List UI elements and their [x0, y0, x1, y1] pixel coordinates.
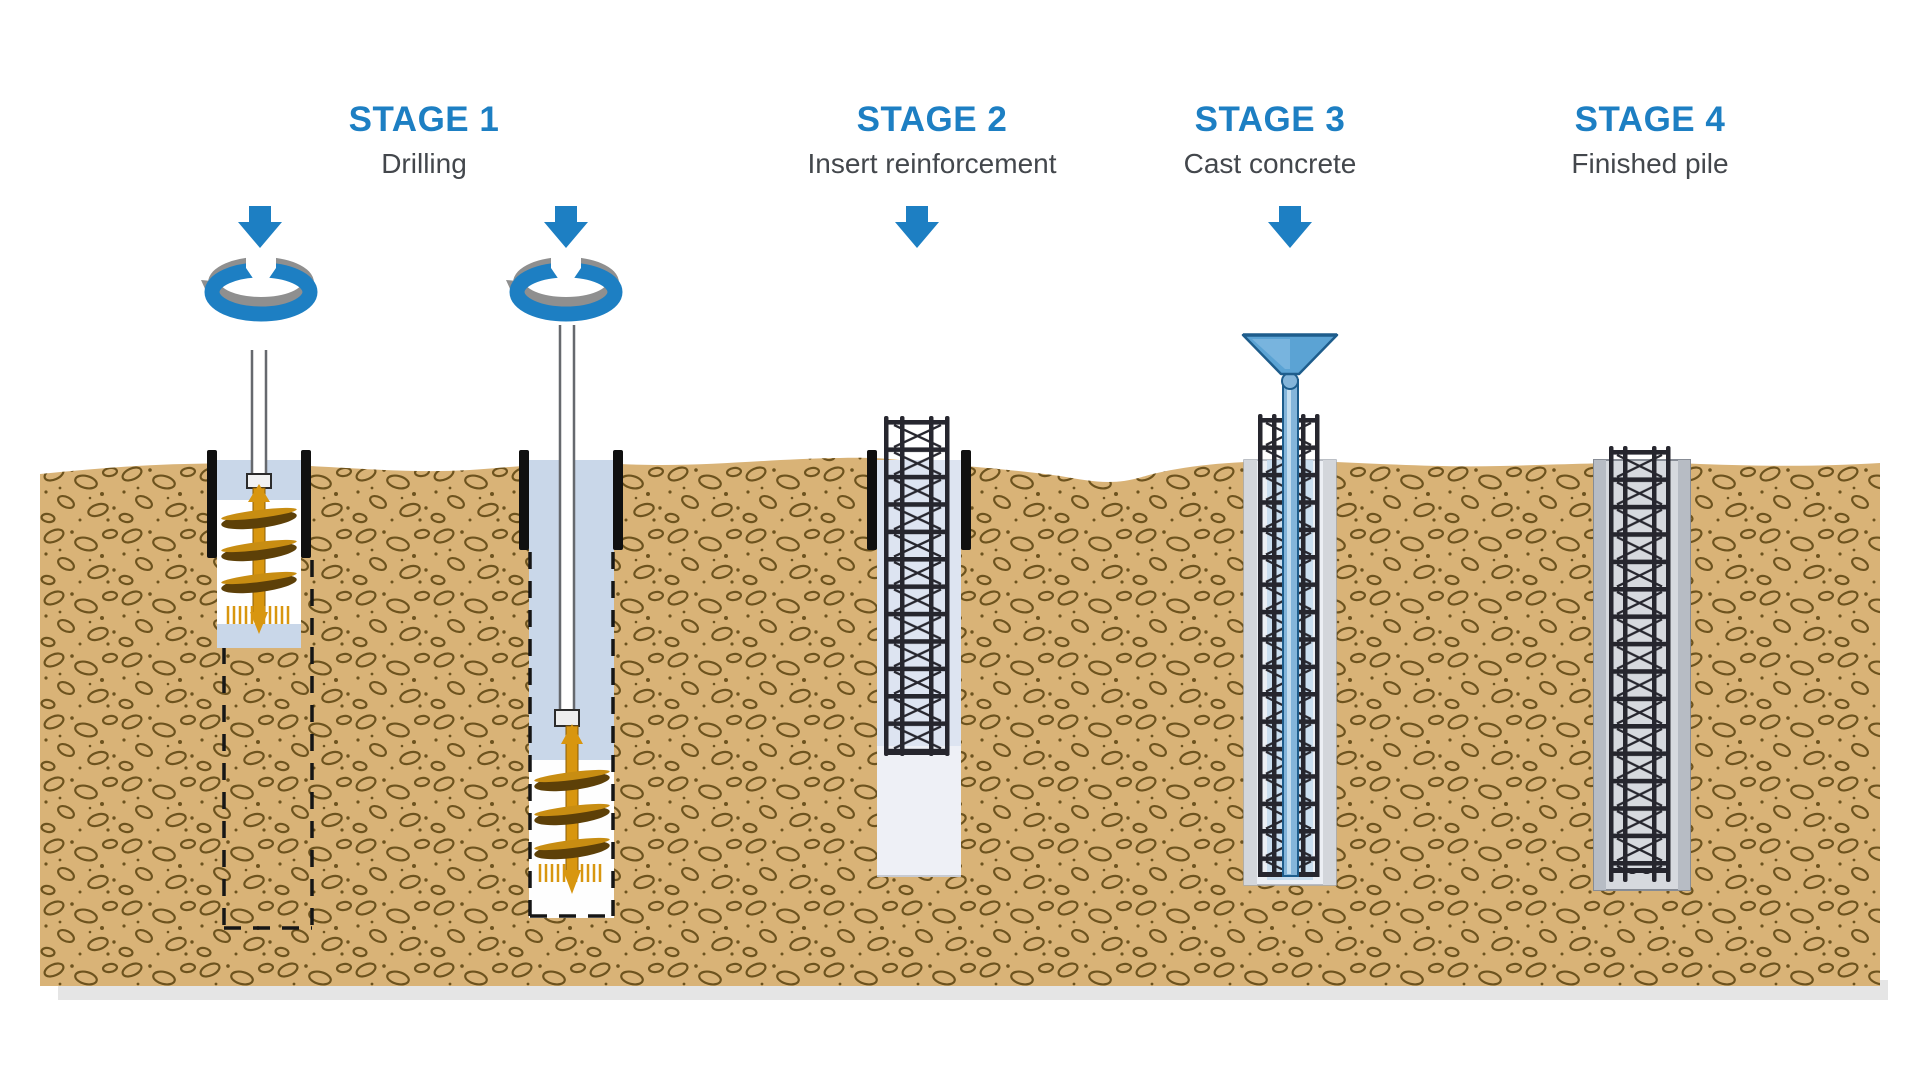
- hole-dashed-outline: [528, 552, 615, 918]
- cage-bar: [1609, 446, 1614, 882]
- auger-tip: [250, 612, 268, 634]
- cage-bar: [1623, 446, 1628, 882]
- drill-rod: [554, 325, 580, 727]
- stage1-deep-drill: [519, 325, 623, 918]
- cage-bar: [1258, 414, 1263, 876]
- stage-2-header: STAGE 2 Insert reinforcement: [808, 100, 1057, 180]
- stage3-cast-concrete: [1241, 333, 1339, 886]
- stage-3-caption: Cast concrete: [1183, 148, 1357, 179]
- rebar-cage: [884, 416, 950, 756]
- pile-edge-right: [1678, 460, 1690, 890]
- auger-flights: [221, 507, 297, 594]
- down-arrow-icon: [238, 206, 282, 248]
- stage-2-label: STAGE 2: [856, 100, 1008, 139]
- funnel-neck: [1281, 372, 1299, 390]
- auger-icon: [221, 484, 297, 634]
- funnel-shade: [1252, 339, 1290, 369]
- cage-ties-bracing: [886, 420, 950, 750]
- casing-right: [613, 450, 623, 550]
- ring-arrow-notch: [551, 255, 581, 290]
- rod-lines: [250, 350, 268, 478]
- stage-4-label: STAGE 4: [1574, 100, 1726, 139]
- down-arrows: [238, 206, 1312, 248]
- funnel-icon: [1241, 333, 1339, 877]
- cage-bottom-tie: [886, 750, 950, 755]
- cage-bar: [1652, 446, 1657, 882]
- stage-4-caption: Finished pile: [1571, 148, 1729, 179]
- rod-coupler: [554, 709, 580, 727]
- casing-left: [207, 450, 217, 558]
- casing-left: [867, 450, 877, 550]
- rod-body: [251, 350, 267, 478]
- auger-icon: [534, 724, 610, 894]
- cage-bar: [900, 416, 905, 756]
- stage-1-caption: Drilling: [381, 148, 467, 179]
- stage4-finished-pile: [1593, 446, 1691, 891]
- rebar-cage: [1609, 446, 1671, 882]
- cage-bar: [1666, 446, 1671, 882]
- casing-right: [961, 450, 971, 550]
- cage-bar: [945, 416, 950, 756]
- rotation-ring-icon-2: [506, 255, 623, 322]
- soil-cross-section: [40, 457, 1888, 1000]
- drill-rod: [246, 350, 272, 489]
- stage-4-header: STAGE 4 Finished pile: [1571, 100, 1728, 180]
- cage-bar: [1272, 414, 1277, 876]
- borehole-lower: [877, 746, 961, 876]
- down-arrow-icon: [895, 206, 939, 248]
- stage1-shallow-drill: [207, 350, 314, 930]
- rod-body: [559, 325, 575, 713]
- concrete-side-left: [1244, 460, 1257, 885]
- stage2-insert-reinforcement: [867, 416, 971, 877]
- auger-tip: [563, 870, 581, 894]
- cage-bar: [1301, 414, 1306, 876]
- auger-top: [248, 484, 270, 502]
- auger-top: [561, 724, 583, 744]
- down-arrow-icon: [1268, 206, 1312, 248]
- cage-bar: [929, 416, 934, 756]
- stage-3-label: STAGE 3: [1194, 100, 1346, 139]
- cage-bar: [1315, 414, 1320, 876]
- rod-lines: [558, 325, 576, 712]
- cage-bottom-tie: [1609, 868, 1671, 873]
- casing-left: [519, 450, 529, 550]
- pile-edge-left: [1594, 460, 1606, 890]
- casing-right: [301, 450, 311, 558]
- stage-1-label: STAGE 1: [348, 100, 500, 139]
- stage-3-header: STAGE 3 Cast concrete: [1184, 100, 1357, 180]
- stage-1-header: STAGE 1 Drilling: [349, 100, 500, 180]
- cage-bar: [884, 416, 889, 756]
- stage-2-caption: Insert reinforcement: [807, 148, 1057, 179]
- auger-flights: [534, 769, 610, 860]
- down-arrow-icon: [544, 206, 588, 248]
- rotation-ring-icon-1: [201, 255, 318, 322]
- concrete-side-right: [1323, 460, 1336, 885]
- tremie-pipe-highlight: [1287, 382, 1291, 874]
- ring-arrow-notch: [246, 255, 276, 290]
- cage-ties-bracing: [1609, 450, 1671, 874]
